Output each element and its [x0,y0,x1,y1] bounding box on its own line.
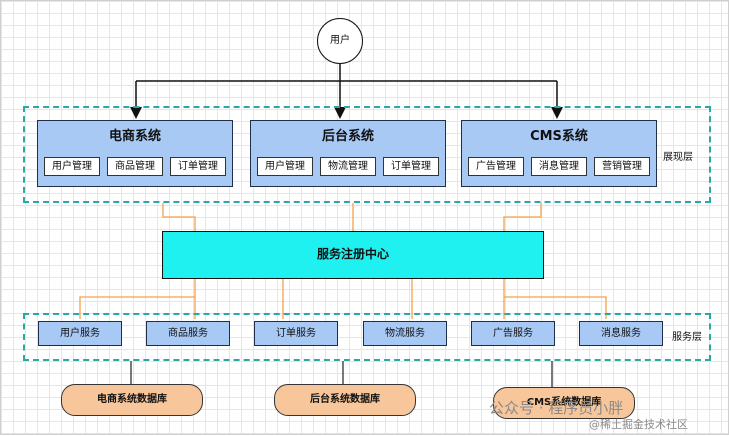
presentation-layer-label: 展现层 [663,152,693,163]
service-layer-label: 服务层 [672,332,702,343]
watermark-community: @稀土掘金技术社区 [589,418,688,431]
system-title: CMS系统 [530,129,588,144]
module-box: 广告管理 [468,157,524,176]
user-node: 用户 [317,18,363,64]
service-box: 商品服务 [146,321,230,346]
system-ecommerce: 电商系统 用户管理 商品管理 订单管理 [37,120,233,187]
module-box: 营销管理 [594,157,650,176]
system-title: 后台系统 [321,129,374,144]
connector-ecommerce-registry [162,203,196,231]
system-cms: CMS系统 广告管理 消息管理 营销管理 [461,120,657,187]
service-box: 消息服务 [579,321,663,346]
connector-registry-user-svc [79,279,196,319]
database-cms: CMS系统数据库 [493,387,635,419]
database-admin: 后台系统数据库 [274,384,416,416]
service-box: 物流服务 [363,321,447,346]
module-box: 商品管理 [107,157,163,176]
watermark-account: 公众号 · 程序员小胖 [489,399,624,417]
service-registry-center: 服务注册中心 [162,231,544,279]
system-title: 电商系统 [108,129,161,144]
module-box: 用户管理 [257,157,313,176]
system-admin: 后台系统 用户管理 物流管理 订单管理 [250,120,446,187]
presentation-layer-boundary [23,106,711,203]
service-box: 广告服务 [471,321,555,346]
service-box: 用户服务 [38,321,122,346]
module-box: 订单管理 [170,157,226,176]
module-box: 用户管理 [44,157,100,176]
database-ecommerce: 电商系统数据库 [61,384,203,416]
connector-cms-registry [503,203,542,231]
module-box: 物流管理 [320,157,376,176]
service-layer-boundary [23,313,711,361]
module-box: 消息管理 [531,157,587,176]
connector-registry-msg-svc [504,296,607,319]
service-box: 订单服务 [254,321,338,346]
module-box: 订单管理 [383,157,439,176]
